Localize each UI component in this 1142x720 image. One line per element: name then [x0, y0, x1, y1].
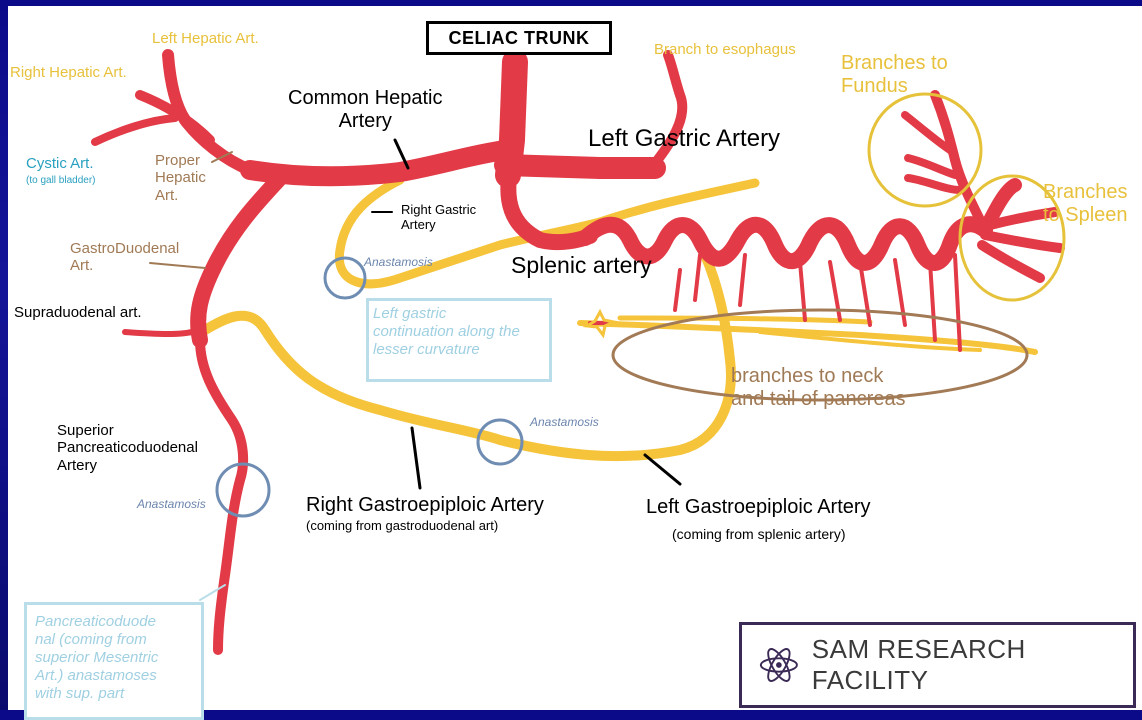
label-left-gastroepiploic-sub: (coming from splenic artery) [672, 526, 846, 542]
label-proper-hepatic: Proper Hepatic Art. [155, 152, 206, 204]
spleen-branch-vessel [985, 235, 1060, 248]
fundus-branch-vessel [908, 158, 955, 175]
common-hepatic-artery-vessel [250, 150, 505, 176]
label-common-hepatic: Common Hepatic Artery [288, 87, 443, 133]
atom-icon [758, 643, 800, 687]
pancreatic-red-branch [740, 255, 745, 305]
label-left-gastric: Left Gastric Artery [588, 125, 780, 153]
label-branch-esophagus: Branch to esophagus [654, 41, 796, 58]
fundus-branch-vessel [935, 95, 985, 230]
label-pancreas: branches to neck and tail of pancreas [731, 365, 906, 411]
left-gastric-artery-vessel [505, 165, 655, 168]
label-anastamosis-gastric: Anastamosis [364, 256, 433, 270]
label-left-hepatic: Left Hepatic Art. [152, 30, 259, 47]
pancreatic-red-branch [675, 270, 680, 310]
label-supraduodenal: Supraduodenal art. [14, 304, 142, 321]
label-cystic: Cystic Art. [26, 155, 94, 172]
label-branches-spleen: Branches to Spleen [1043, 181, 1128, 227]
label-right-gastroepiploic-sub: (coming from gastroduodenal art) [306, 519, 498, 534]
supraduodenal-artery-vessel [125, 330, 200, 334]
pancreatic-red-branch [955, 255, 960, 350]
label-right-gastroepiploic: Right Gastroepiploic Artery [306, 494, 544, 517]
label-gastroduodenal: GastroDuodenal Art. [70, 240, 179, 275]
label-cystic-sub: (to gall bladder) [26, 175, 95, 187]
note-left-gastric-continuation: Left gastric continuation along the less… [366, 298, 552, 382]
fundus-branch-vessel [908, 178, 960, 190]
leader-right-gastroepiploic [412, 428, 420, 488]
pancreatic-branch-vessel [620, 318, 870, 322]
esophageal-branch-vessel [650, 55, 682, 170]
pancreatic-red-branch [930, 262, 935, 340]
label-left-gastroepiploic: Left Gastroepiploic Artery [646, 496, 871, 519]
label-branches-fundus: Branches to Fundus [841, 52, 948, 98]
fundus-highlight-circle [869, 94, 981, 206]
label-anastamosis-pd: Anastamosis [137, 498, 206, 512]
note-pancreaticoduodenal: Pancreaticoduode nal (coming from superi… [24, 602, 204, 720]
spleen-branch-vessel [982, 245, 1040, 278]
label-superior-pancreaticoduodenal: Superior Pancreaticoduodenal Artery [57, 422, 198, 474]
label-anastamosis-gastroepiploic: Anastamosis [530, 416, 599, 430]
label-right-gastric: Right Gastric Artery [401, 203, 476, 233]
label-right-hepatic: Right Hepatic Art. [10, 64, 127, 81]
celiac-trunk-title: CELIAC TRUNK [426, 21, 612, 55]
superior-pancreaticoduodenal-vessel [200, 340, 243, 650]
logo-text: SAM RESEARCH FACILITY [812, 634, 1133, 696]
leader-left-gastroepiploic [645, 455, 680, 484]
pancreatic-red-branch [895, 260, 905, 325]
logo-box: SAM RESEARCH FACILITY [739, 622, 1136, 708]
cystic-artery-vessel [95, 118, 175, 142]
pancreatic-red-branch [695, 255, 700, 300]
label-splenic: Splenic artery [511, 252, 652, 278]
pancreatic-red-branch [860, 262, 870, 325]
